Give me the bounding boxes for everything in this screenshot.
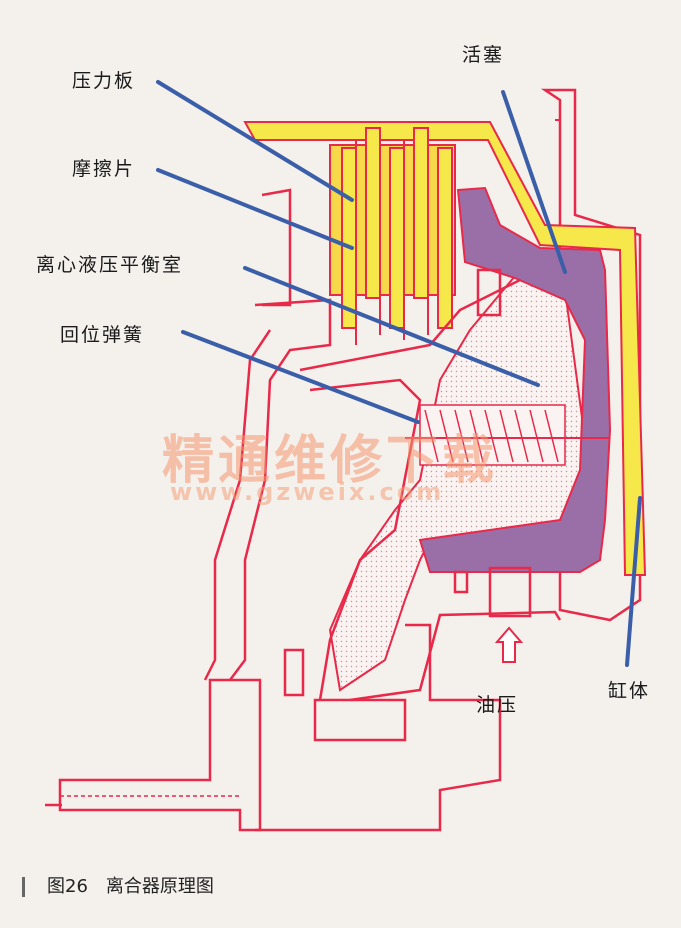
piston <box>418 186 612 573</box>
label-balance-chamber: 离心液压平衡室 <box>36 254 184 276</box>
label-return-spring: 回位弹簧 <box>60 324 145 346</box>
label-piston: 活塞 <box>462 44 505 66</box>
clutch-pack <box>329 127 456 345</box>
leader-piston <box>501 90 567 274</box>
label-friction-plate: 摩擦片 <box>72 158 136 180</box>
caption-bar <box>22 877 25 897</box>
label-cylinder: 缸体 <box>608 680 651 702</box>
leader-friction-plate <box>156 168 354 250</box>
label-oil-pressure: 油压 <box>476 694 519 716</box>
return-spring <box>405 404 610 466</box>
oil-pressure-arrow <box>494 626 524 663</box>
leader-cylinder <box>625 496 642 667</box>
leader-balance-chamber <box>243 266 540 387</box>
figure-title: 离合器原理图 <box>105 876 214 897</box>
balance-chamber-area <box>328 268 587 692</box>
figure-caption: 图26 离合器原理图 <box>22 872 214 898</box>
hub-structure <box>45 188 562 832</box>
figure-number: 图26 <box>47 876 88 897</box>
leader-return-spring <box>181 330 420 424</box>
label-pressure-plate: 压力板 <box>72 70 136 92</box>
leader-pressure-plate <box>156 80 354 202</box>
leader-lines <box>156 80 642 667</box>
